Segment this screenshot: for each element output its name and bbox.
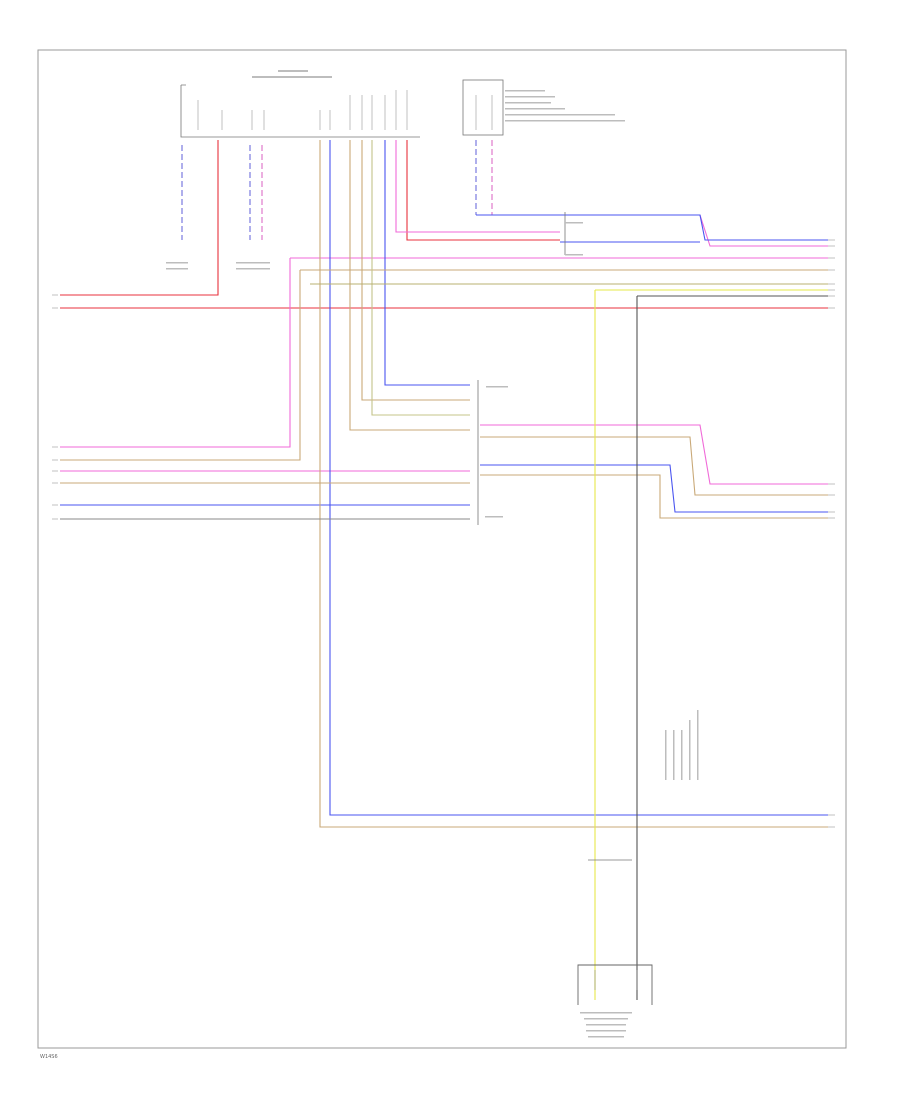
top-stub-wires — [181, 140, 493, 240]
right-terminals — [828, 239, 835, 828]
module-box-top-left — [180, 84, 420, 138]
wiring-traces — [60, 140, 828, 1000]
bottom-component-pins — [594, 970, 638, 990]
bottom-component-box — [577, 964, 653, 1005]
diagram-frame — [37, 49, 847, 1049]
module-box-top-right-pins — [475, 95, 493, 130]
module-box-top-right — [462, 79, 504, 136]
module-box-top-left-pins — [197, 90, 408, 130]
connector-bars — [477, 212, 632, 861]
footer-code: W14S6 — [40, 1054, 58, 1060]
left-terminals — [52, 294, 58, 520]
faint-label-marks — [166, 70, 699, 1038]
